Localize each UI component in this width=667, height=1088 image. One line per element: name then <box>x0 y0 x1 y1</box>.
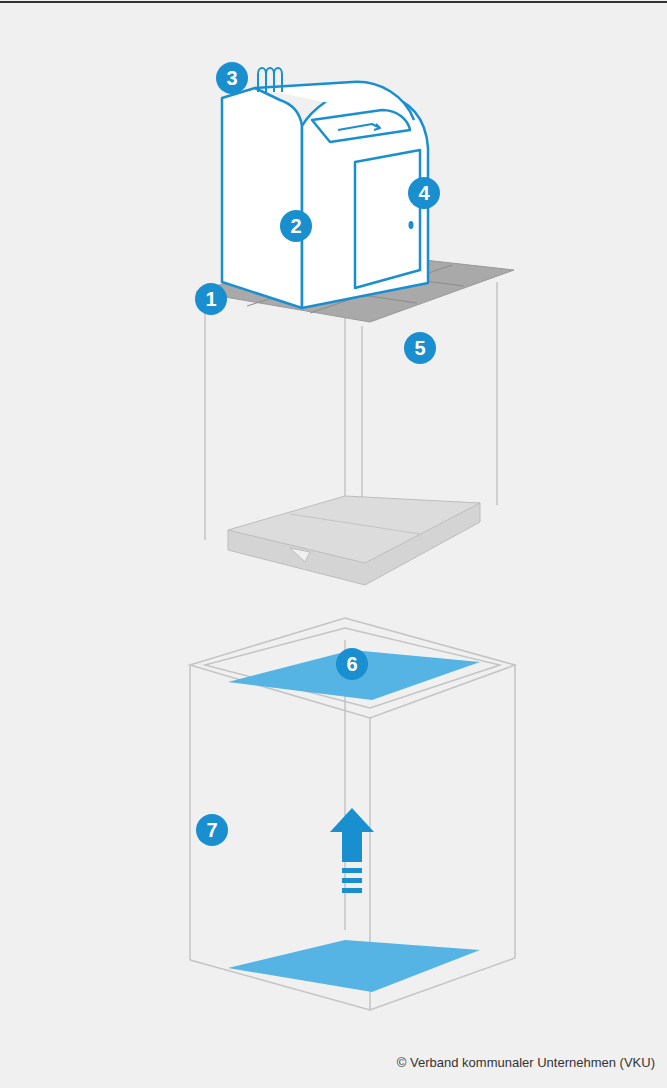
callout-number: 7 <box>196 814 228 846</box>
callout-number: 6 <box>336 648 368 680</box>
callout-number: 3 <box>216 62 248 94</box>
callout-number: 1 <box>195 283 227 315</box>
cabinet <box>222 82 428 308</box>
callout-number: 2 <box>280 210 312 242</box>
copyright-note: © Verband kommunaler Unternehmen (VKU) <box>397 1055 655 1070</box>
callout-number: 5 <box>404 332 436 364</box>
ground-water-plane <box>228 940 480 992</box>
base-slab <box>228 496 480 585</box>
lower-box-frame <box>190 618 515 1010</box>
cable-loops <box>258 68 282 92</box>
rising-arrow <box>330 808 374 893</box>
top-rule <box>0 1 667 3</box>
callout-number: 4 <box>408 177 440 209</box>
